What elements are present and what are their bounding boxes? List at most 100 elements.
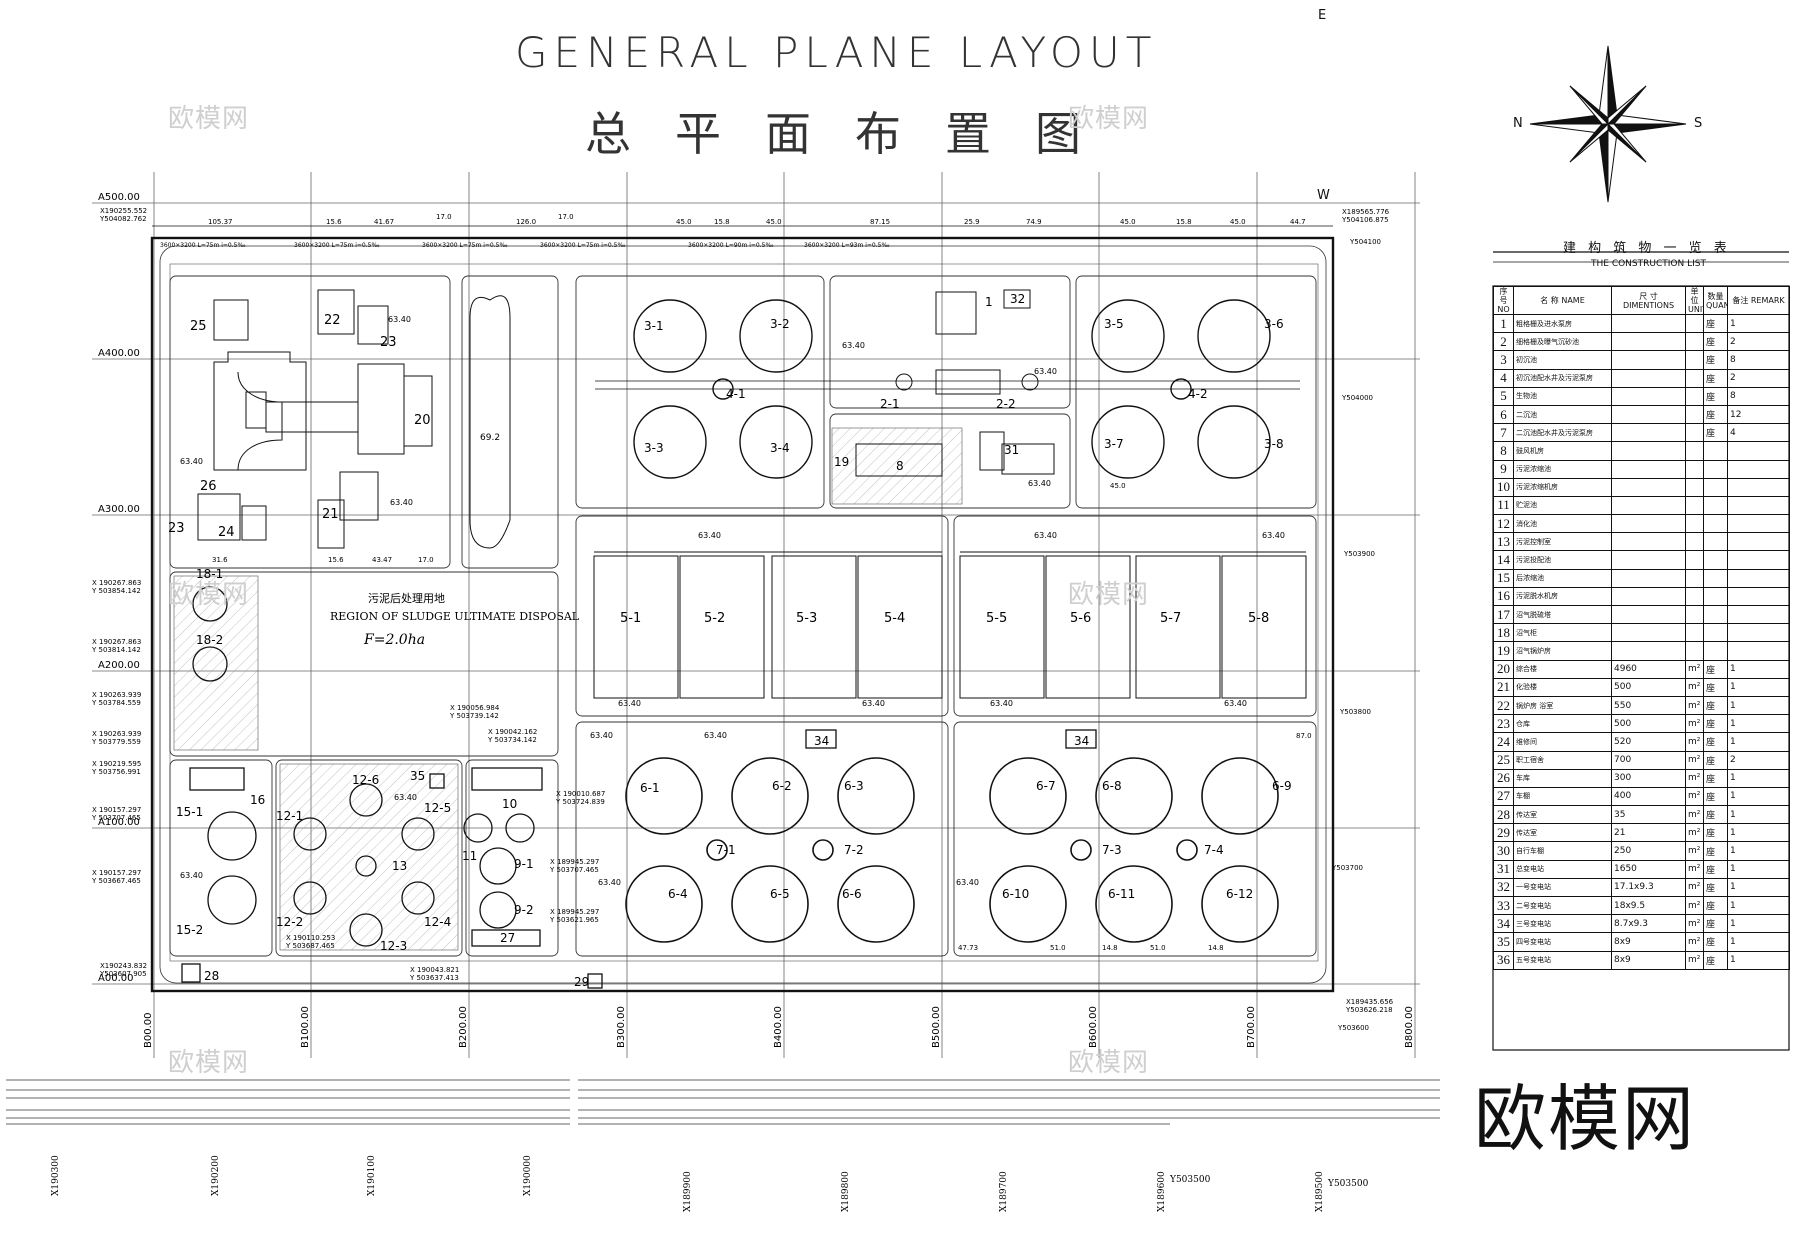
elev-9: 63.40 (1262, 531, 1285, 540)
row-qty: 1 (1727, 695, 1790, 716)
clarifier-6-2: 6-2 (772, 779, 792, 793)
dim-16: 45.0 (1110, 482, 1126, 490)
row-no: 12 (1493, 514, 1514, 534)
row-unit2: 座 (1703, 695, 1728, 716)
row-no: 22 (1493, 695, 1514, 716)
elev-19: 63.40 (956, 878, 979, 887)
row-name: 沼气脱硫塔 (1513, 604, 1612, 625)
elev-5: 63.40 (1034, 367, 1057, 376)
row-unit2 (1703, 623, 1728, 643)
row-no: 3 (1493, 350, 1514, 370)
bottom-coord-10: Y503500 (1327, 1179, 1369, 1189)
row-name: 二沉池 (1513, 404, 1612, 425)
clarifiers-b (625, 757, 1279, 943)
row-unit1: m² (1685, 750, 1704, 770)
row-qty: 8 (1727, 386, 1790, 406)
coord-c12-x: X 189945.297 (550, 908, 599, 916)
dim-14: 45.0 (1230, 218, 1246, 226)
clarifier-6-6: 6-6 (842, 887, 862, 901)
row-qty: 1 (1727, 932, 1790, 952)
dim-8: 45.0 (766, 218, 782, 226)
row-dim: 4960 (1611, 659, 1686, 679)
clarifier-3-1: 3-1 (644, 319, 664, 333)
row-unit1 (1685, 423, 1704, 443)
bio-5-4: 5-4 (884, 611, 905, 626)
coord-c7-x: X 190157.297 (92, 869, 141, 877)
row-unit1 (1685, 641, 1704, 661)
grit-chamber-block (855, 289, 1055, 477)
unit-1: 1 (985, 295, 993, 309)
unit-12-1: 12-1 (276, 809, 303, 823)
row-name: 传达室 (1513, 805, 1612, 825)
coord-c4-x: X 190263.939 (92, 730, 141, 738)
row-qty (1727, 532, 1790, 552)
dim-13: 15.8 (1176, 218, 1192, 226)
pipe-note-4: 3600×3200 L=90m i=0.5‰ (688, 242, 774, 249)
elev-14: 63.40 (590, 731, 613, 740)
row-dim (1611, 313, 1686, 334)
dim-6: 45.0 (676, 218, 692, 226)
row-no: 34 (1493, 914, 1514, 934)
row-unit2: 座 (1703, 877, 1728, 898)
row-no: 5 (1493, 386, 1514, 406)
bottom-coord-7: X189600 (1157, 1171, 1167, 1212)
row-name: 污泥脱水机房 (1513, 586, 1612, 607)
row-unit1 (1685, 350, 1704, 370)
sludge-region-area: F=2.0ha (363, 632, 425, 648)
clarifier-6-11: 6-11 (1108, 887, 1135, 901)
coord-c12-y: Y 503621.965 (549, 916, 599, 924)
row-unit1 (1685, 568, 1704, 588)
row-unit2 (1703, 586, 1728, 607)
row-unit2: 座 (1703, 423, 1728, 443)
grid-b200: B200.00 (458, 1006, 469, 1048)
bottom-coord-6: X189700 (999, 1171, 1009, 1212)
pipe-note-5: 3600×3200 L=93m i=0.5‰ (804, 242, 890, 249)
col-unit: 单位 UNIT (1685, 286, 1704, 315)
dist-well-4-1: 4-1 (726, 387, 746, 401)
row-no: 8 (1493, 441, 1514, 461)
row-no: 4 (1493, 368, 1514, 388)
row-qty (1727, 459, 1790, 479)
row-unit2 (1703, 641, 1728, 661)
coord-y504100: Y504100 (1349, 238, 1381, 246)
row-unit1: m² (1685, 932, 1704, 952)
row-name: 鼓风机房 (1513, 441, 1612, 461)
bio-5-5: 5-5 (986, 611, 1007, 626)
row-unit1: m² (1685, 877, 1704, 898)
row-unit2: 座 (1703, 386, 1728, 406)
elev-13: 63.40 (1224, 699, 1247, 708)
row-unit2: 座 (1703, 750, 1728, 770)
row-no: 1 (1493, 313, 1514, 334)
grid-b400: B400.00 (773, 1006, 784, 1048)
row-dim (1611, 477, 1686, 497)
row-no: 23 (1493, 714, 1514, 734)
row-name: 污泥控制室 (1513, 532, 1612, 552)
row-qty (1727, 477, 1790, 497)
row-dim (1611, 641, 1686, 661)
row-name: 污泥浓缩池 (1513, 459, 1612, 479)
row-dim: 8x9 (1611, 950, 1686, 970)
row-name: 化验楼 (1513, 677, 1612, 697)
row-dim: 8x9 (1611, 932, 1686, 952)
dim-27: 15.6 (328, 556, 344, 564)
row-no: 27 (1493, 786, 1514, 807)
row-unit2 (1703, 495, 1728, 516)
row-unit1 (1685, 514, 1704, 534)
biological-tanks (593, 551, 1307, 699)
coord-c13-y: Y 503637.413 (409, 974, 459, 982)
row-unit1 (1685, 368, 1704, 388)
row-unit1: m² (1685, 950, 1704, 970)
north-arrow-icon (1529, 45, 1687, 203)
row-qty: 4 (1727, 423, 1790, 443)
row-unit2: 座 (1703, 914, 1728, 934)
row-no: 19 (1493, 641, 1514, 661)
grid-b700: B700.00 (1246, 1006, 1257, 1048)
unit-12-2: 12-2 (276, 915, 303, 929)
